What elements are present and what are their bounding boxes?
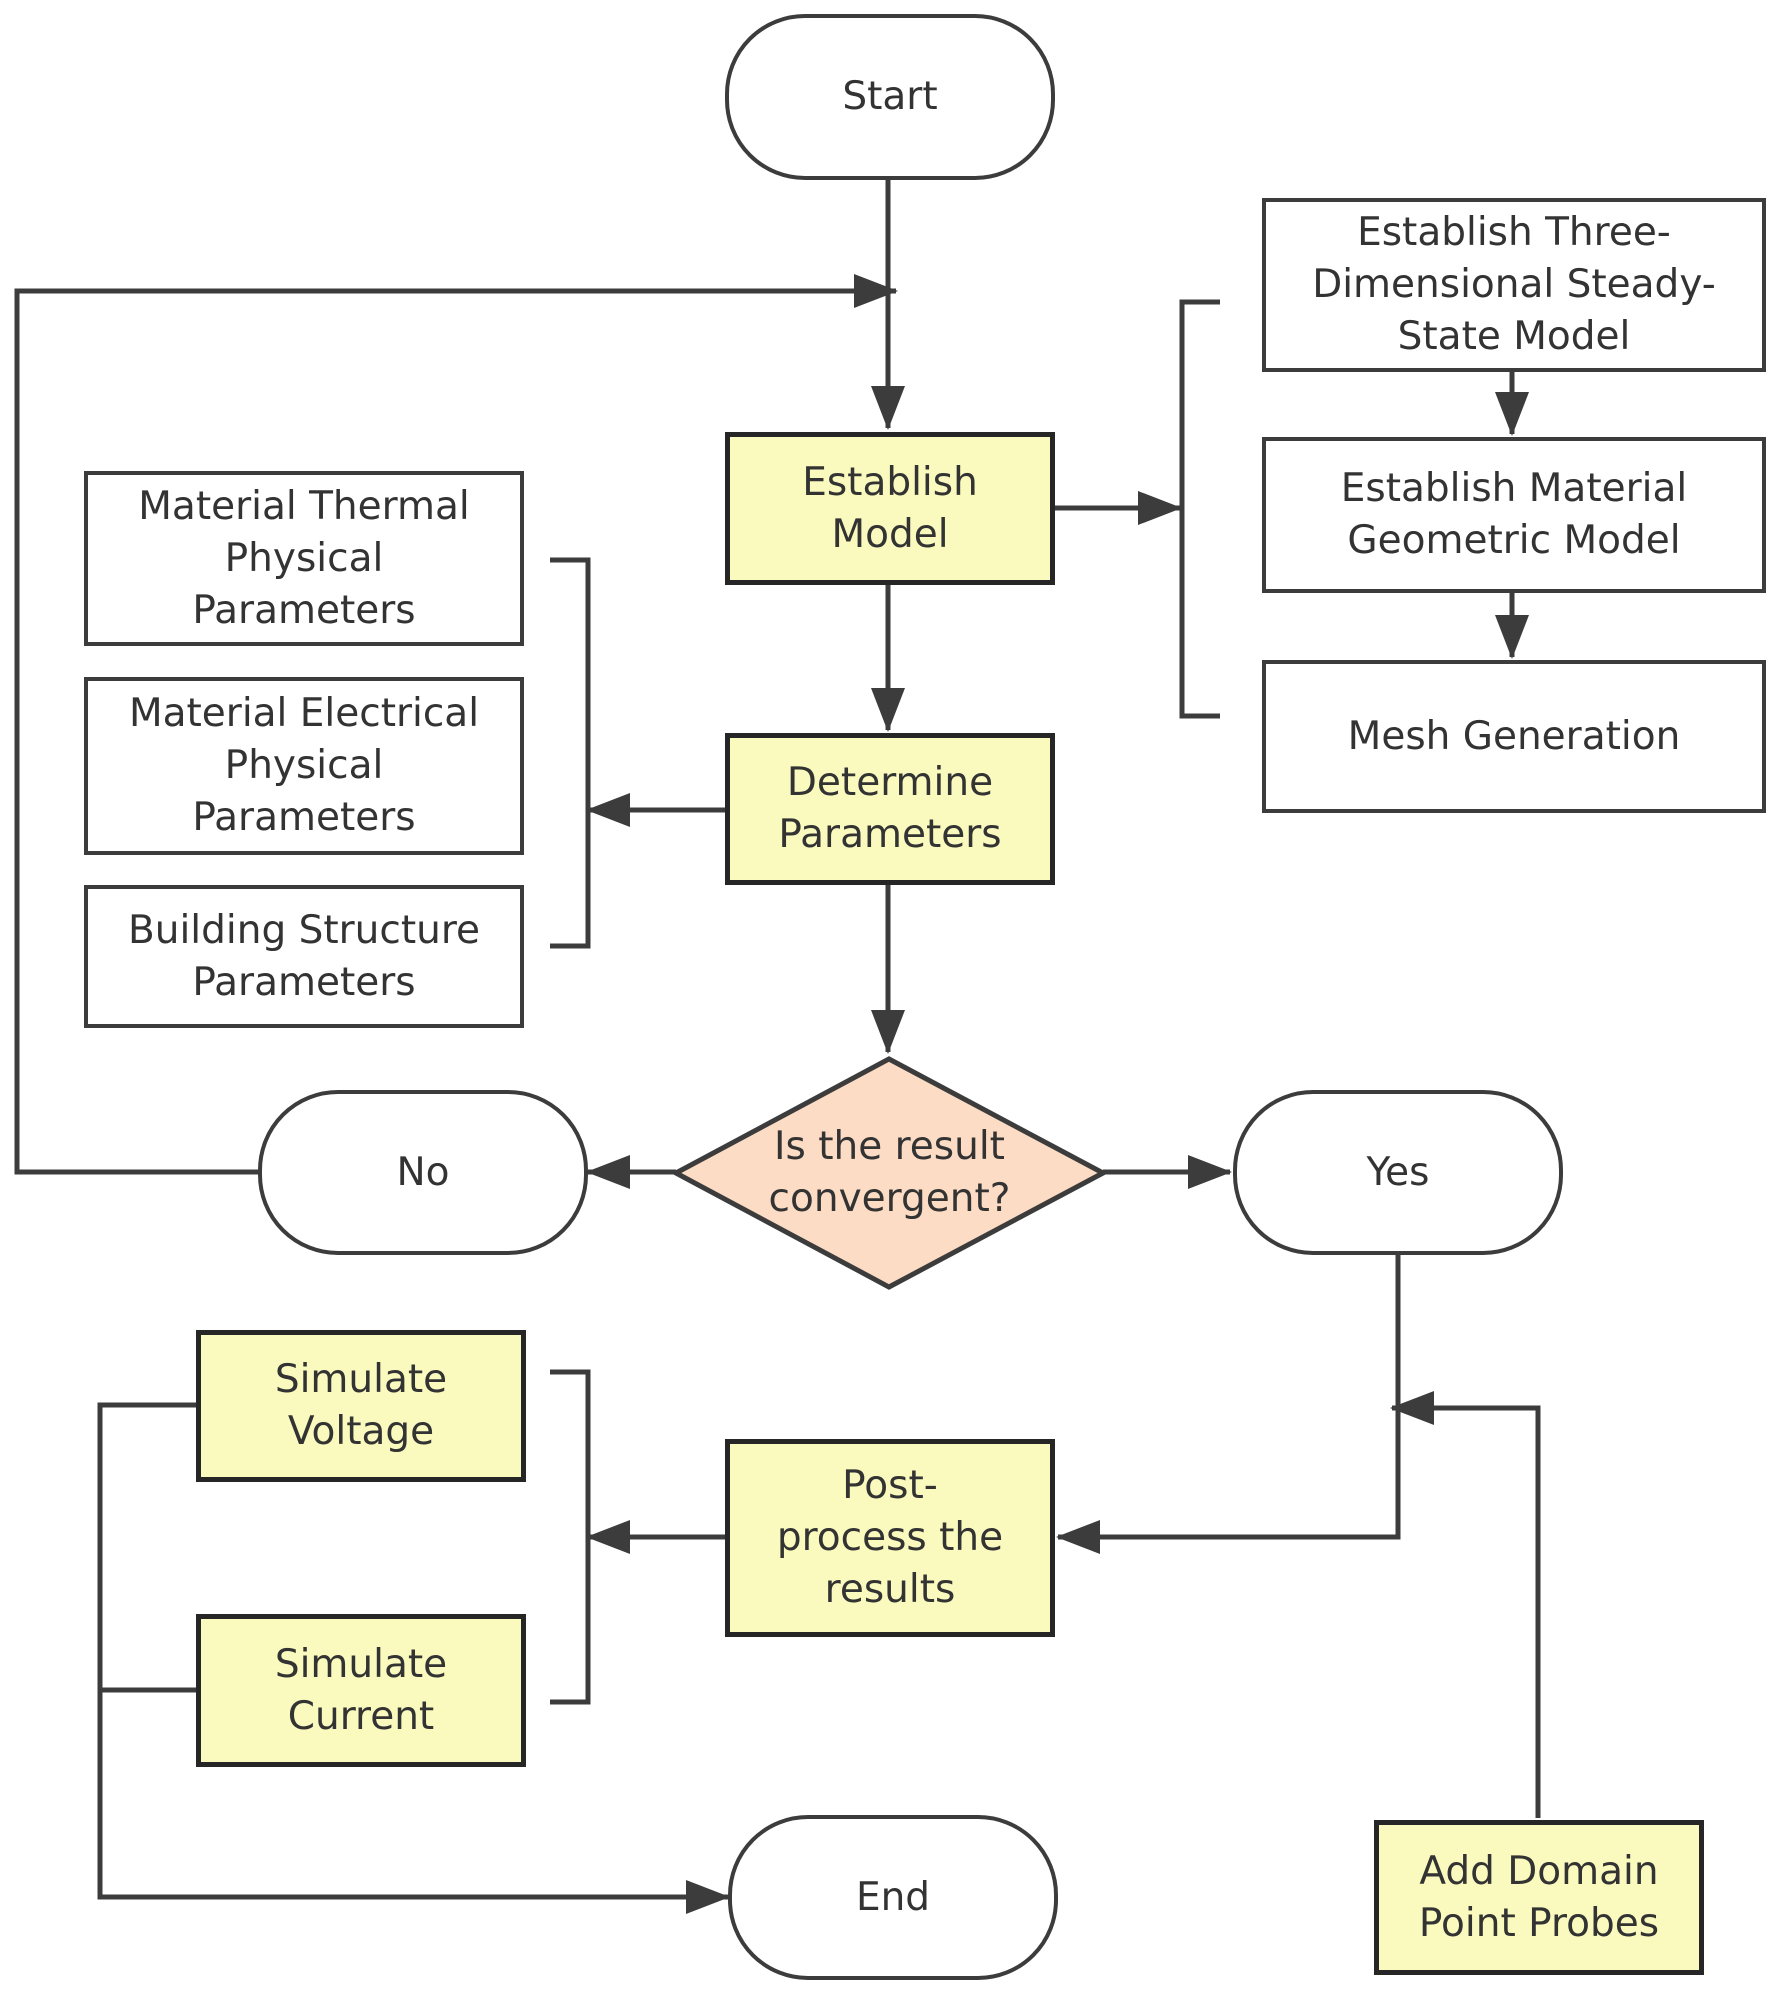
- establish-3d-model-node: Establish Three- Dimensional Steady- Sta…: [1262, 198, 1766, 372]
- determine-parameters-label: Determine Parameters: [778, 760, 1002, 857]
- establish-material-geo-node: Establish Material Geometric Model: [1262, 437, 1766, 593]
- start-label: Start: [842, 74, 938, 119]
- establish-model-label: Establish Model: [802, 459, 978, 557]
- establish-model-node: Establish Model: [725, 432, 1055, 585]
- simulate-voltage-label: Simulate Voltage: [274, 1357, 448, 1454]
- material-electrical-label: Material Electrical Physical Parameters: [128, 691, 480, 840]
- edge-simulate-voltage-out: [97, 1402, 730, 1914]
- end-label: End: [855, 1874, 931, 1920]
- no-label: No: [396, 1149, 450, 1195]
- material-electrical-node: Material Electrical Physical Parameters: [84, 677, 524, 855]
- material-thermal-label: Material Thermal Physical Parameters: [138, 483, 470, 633]
- establish-3d-model-label: Establish Three- Dimensional Steady- Sta…: [1312, 210, 1716, 359]
- simulate-voltage-node: Simulate Voltage: [196, 1330, 526, 1482]
- decision-diamond-shape: [672, 1056, 1107, 1290]
- mesh-generation-label: Mesh Generation: [1347, 713, 1681, 759]
- simulate-bracket: [550, 1369, 591, 1705]
- mesh-generation-node: Mesh Generation: [1262, 660, 1766, 813]
- building-structure-node: Building Structure Parameters: [84, 885, 524, 1028]
- building-structure-label: Building Structure Parameters: [127, 907, 481, 1005]
- determine-parameters-node: Determine Parameters: [725, 733, 1055, 885]
- material-thermal-node: Material Thermal Physical Parameters: [84, 471, 524, 646]
- end-node: End: [728, 1815, 1058, 1980]
- edge-no-loop-back: [14, 274, 898, 1175]
- post-process-node: Post- process the results: [725, 1439, 1055, 1637]
- no-node: No: [258, 1090, 588, 1255]
- edge-yes-to-postprocess: [1056, 1255, 1401, 1554]
- edge-probes-to-yes-line: [1390, 1391, 1541, 1818]
- add-probes-label: Add Domain Point Probes: [1418, 1848, 1660, 1946]
- simulate-current-label: Simulate Current: [274, 1641, 448, 1739]
- right-bracket: [1179, 299, 1220, 719]
- start-node: Start: [725, 14, 1055, 180]
- left-bracket: [550, 557, 591, 949]
- simulate-current-node: Simulate Current: [196, 1614, 526, 1767]
- yes-label: Yes: [1366, 1149, 1430, 1195]
- post-process-label: Post- process the results: [776, 1463, 1004, 1612]
- yes-node: Yes: [1233, 1090, 1563, 1255]
- add-probes-node: Add Domain Point Probes: [1374, 1820, 1704, 1975]
- convergence-decision-node: Is the result convergent?: [672, 1055, 1107, 1291]
- decision-label: Is the result convergent?: [768, 1124, 1011, 1221]
- establish-material-geo-label: Establish Material Geometric Model: [1340, 466, 1688, 563]
